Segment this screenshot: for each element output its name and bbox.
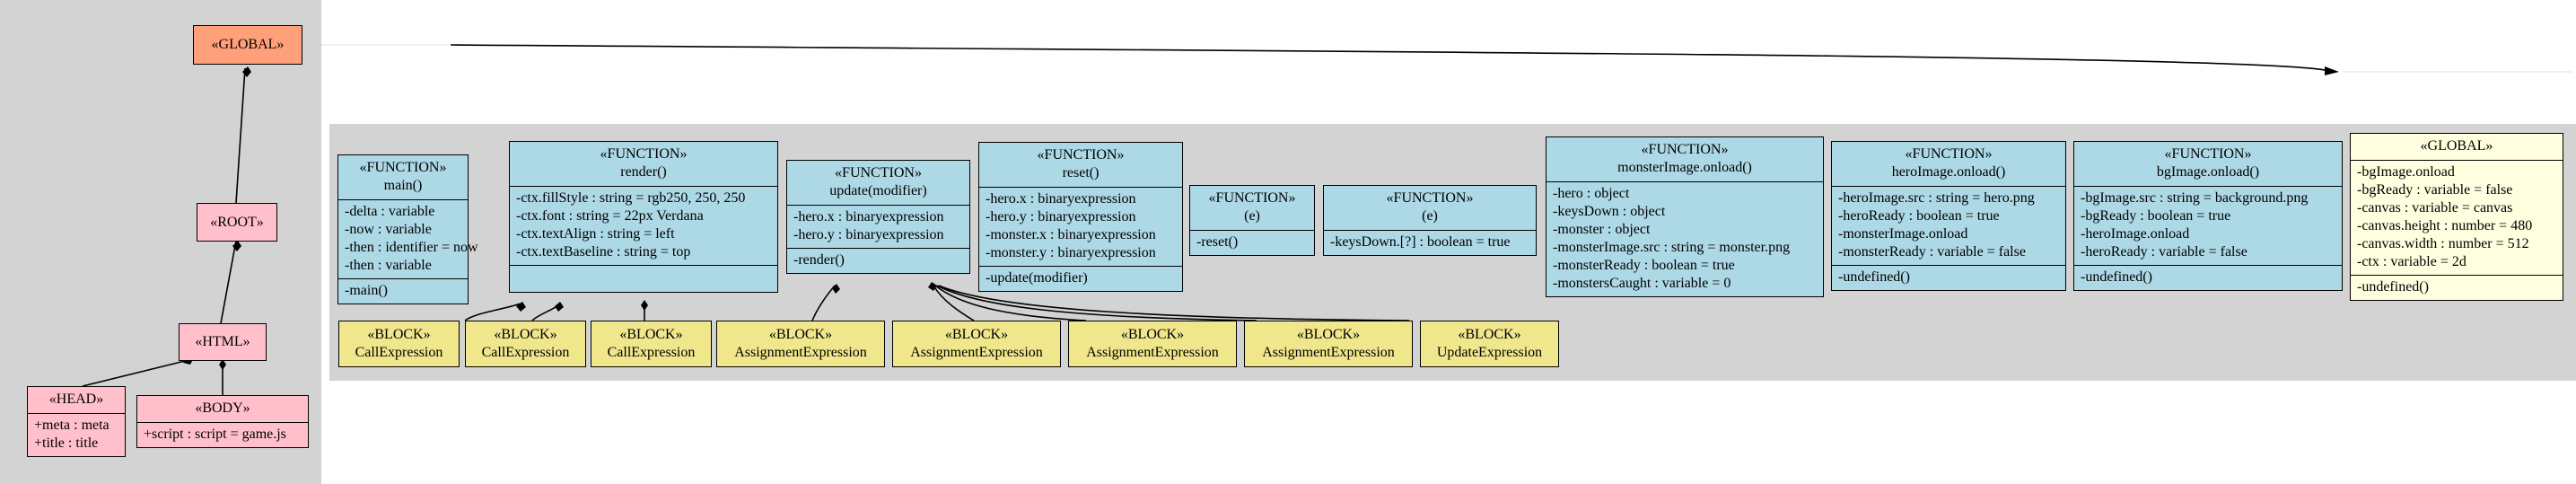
block-node: «BLOCK»CallExpression	[338, 321, 460, 367]
block-node: «BLOCK»CallExpression	[465, 321, 586, 367]
function-e-keysdown: «FUNCTION»(e) -keysDown.[?] : boolean = …	[1323, 185, 1537, 256]
root-node: «ROOT»	[197, 203, 277, 242]
function-main: «FUNCTION»main() -delta : variable -now …	[337, 154, 478, 304]
function-reset: «FUNCTION»reset() -hero.x : binaryexpres…	[978, 142, 1183, 292]
html-node-label: «HTML»	[195, 334, 250, 349]
function-e-reset: «FUNCTION»(e) -reset()	[1189, 185, 1315, 256]
function-bgimage-onload: «FUNCTION»bgImage.onload() -bgImage.src …	[2073, 141, 2343, 291]
body-node-attrs: +script : script = game.js	[144, 427, 286, 442]
head-node-attrs: +meta : meta +title : title	[34, 418, 110, 451]
global-node-label: «GLOBAL»	[211, 37, 285, 52]
root-node-label: «ROOT»	[210, 214, 264, 230]
body-node: «BODY» +script : script = game.js	[136, 395, 309, 448]
function-update: «FUNCTION»update(modifier) -hero.x : bin…	[786, 160, 970, 274]
block-node: «BLOCK»CallExpression	[591, 321, 712, 367]
arrowhead-icon	[2325, 66, 2339, 75]
global-box: «GLOBAL» -bgImage.onload -bgReady : vari…	[2350, 133, 2563, 301]
function-monsterimage-onload: «FUNCTION»monsterImage.onload() -hero : …	[1546, 136, 1824, 297]
global-node: «GLOBAL»	[193, 25, 302, 65]
head-node: «HEAD» +meta : meta +title : title	[27, 386, 126, 457]
block-node: «BLOCK»AssignmentExpression	[1244, 321, 1413, 367]
html-node: «HTML»	[179, 323, 267, 361]
function-render: «FUNCTION»render() -ctx.fillStyle : stri…	[509, 141, 778, 293]
block-node: «BLOCK»UpdateExpression	[1420, 321, 1559, 367]
body-node-title: «BODY»	[137, 396, 308, 423]
block-node: «BLOCK»AssignmentExpression	[716, 321, 885, 367]
block-node: «BLOCK»AssignmentExpression	[1068, 321, 1237, 367]
global-link-edge	[450, 44, 2326, 71]
head-node-title: «HEAD»	[28, 387, 125, 414]
global-box-title: «GLOBAL»	[2351, 134, 2563, 161]
block-node: «BLOCK»AssignmentExpression	[892, 321, 1061, 367]
function-heroimage-onload: «FUNCTION»heroImage.onload() -heroImage.…	[1831, 141, 2066, 291]
